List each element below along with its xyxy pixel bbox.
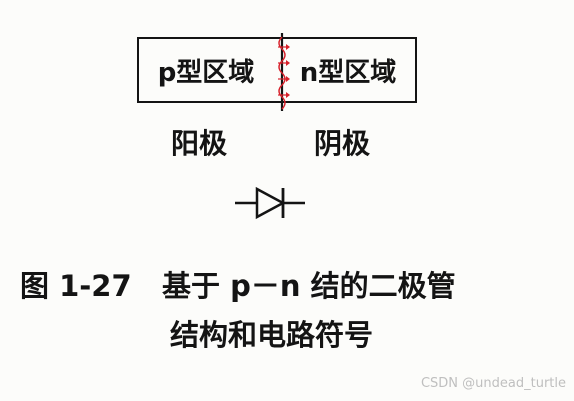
field-arrow-icons bbox=[278, 44, 290, 98]
cathode-label: 阴极 bbox=[314, 127, 371, 160]
diode-symbol-icon bbox=[235, 186, 305, 220]
p-region-label: p型区域 bbox=[157, 57, 255, 88]
caption-title-line1: 基于 p－n 结的二极管 bbox=[161, 269, 456, 303]
caption-title-line2: 结构和电路符号 bbox=[170, 318, 374, 352]
depletion-wave-icon bbox=[278, 36, 286, 110]
anode-label: 阳极 bbox=[171, 127, 228, 160]
watermark: CSDN @undead_turtle bbox=[420, 376, 566, 391]
n-region-label: n型区域 bbox=[299, 57, 397, 88]
junction-boundary bbox=[278, 33, 290, 111]
pn-junction-box: p型区域 n型区域 bbox=[137, 33, 417, 111]
figure-number: 图 1-27 bbox=[20, 269, 132, 303]
figure-caption-line1: 图 1-27 基于 p－n 结的二极管 bbox=[20, 263, 456, 305]
